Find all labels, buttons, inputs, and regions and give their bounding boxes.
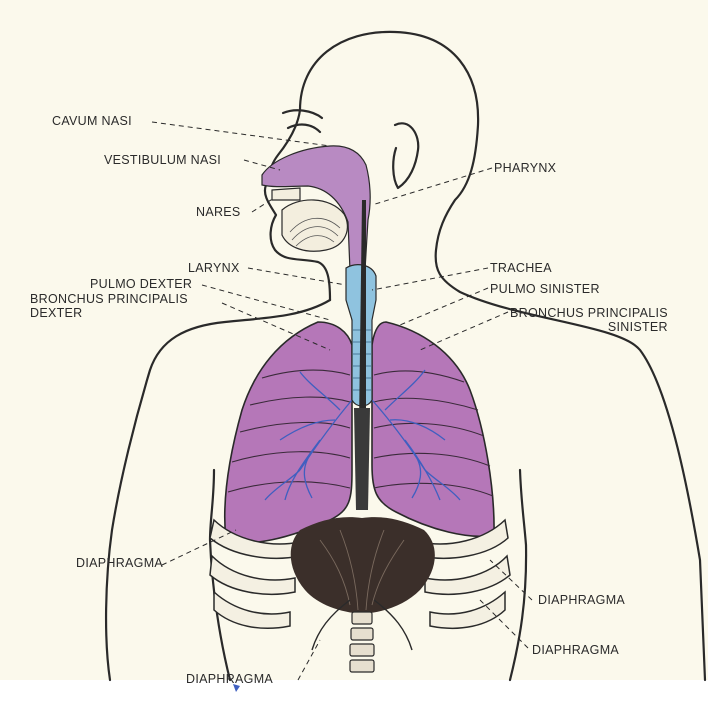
label-bronchus-dexter-line2: DEXTER xyxy=(30,306,188,320)
spine xyxy=(350,612,374,672)
label-larynx: LARYNX xyxy=(188,261,240,275)
label-bronchus-sinister-line1: BRONCHUS PRINCIPALIS xyxy=(510,306,668,320)
label-pharynx: PHARYNX xyxy=(494,161,556,175)
label-diaphragma-right-upper: DIAPHRAGMA xyxy=(538,593,625,607)
diaphragm-mass xyxy=(291,517,435,614)
label-diaphragma-bottom: DIAPHRAGMA xyxy=(186,672,273,686)
label-pulmo-sinister: PULMO SINISTER xyxy=(490,282,600,296)
aorta-column xyxy=(354,408,370,510)
label-bronchus-sinister-line2: SINISTER xyxy=(510,320,668,334)
brow xyxy=(283,110,322,118)
label-nares: NARES xyxy=(196,205,241,219)
label-diaphragma-left: DIAPHRAGMA xyxy=(76,556,163,570)
label-trachea: TRACHEA xyxy=(490,261,552,275)
label-vestibulum-nasi: VESTIBULUM NASI xyxy=(104,153,221,167)
label-pulmo-dexter: PULMO DEXTER xyxy=(90,277,192,291)
label-bronchus-principalis-dexter: BRONCHUS PRINCIPALIS DEXTER xyxy=(30,292,188,320)
ear xyxy=(393,123,418,188)
teeth-upper xyxy=(272,188,300,200)
left-arm-inner xyxy=(510,470,526,680)
left-lung xyxy=(372,322,494,536)
label-diaphragma-right-lower: DIAPHRAGMA xyxy=(532,643,619,657)
label-cavum-nasi: CAVUM NASI xyxy=(52,114,132,128)
right-lung xyxy=(225,322,352,543)
label-bronchus-dexter-line1: BRONCHUS PRINCIPALIS xyxy=(30,292,188,306)
label-bronchus-principalis-sinister: BRONCHUS PRINCIPALIS SINISTER xyxy=(510,306,668,334)
